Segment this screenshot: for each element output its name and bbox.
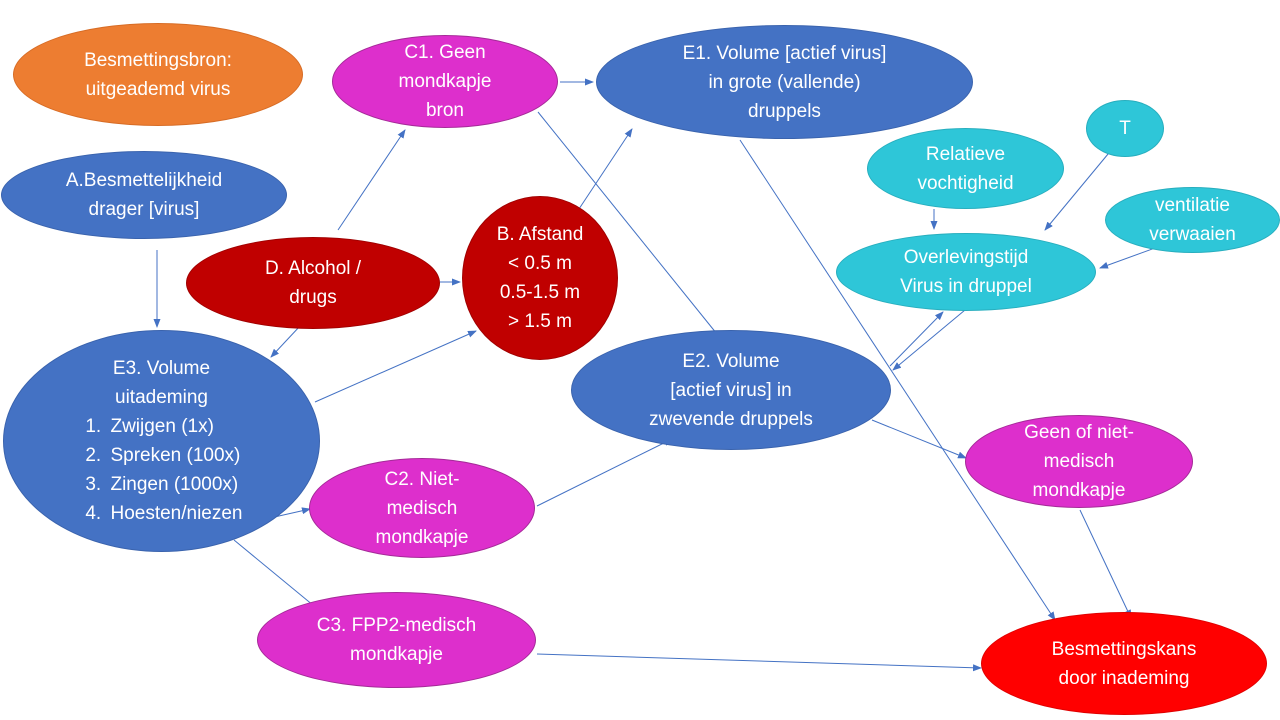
- node-c2-label: C2. Niet- medisch mondkapje: [375, 468, 469, 548]
- node-e2-label: E2. Volume [actief virus] in zwevende dr…: [649, 350, 813, 430]
- arrow-d-to-c1: [337, 129, 406, 231]
- node-c1-no-mask: C1. Geen mondkapje bron: [332, 35, 558, 128]
- node-e2-floating-droplets: E2. Volume [actief virus] in zwevende dr…: [571, 330, 891, 450]
- arrow-survival-to-e2: [892, 309, 966, 371]
- node-b-distance: B. Afstand < 0.5 m 0.5-1.5 m > 1.5 m: [462, 196, 618, 360]
- arrow-e2-to-survival: [889, 311, 944, 367]
- node-no-or-non-medical-mask-label: Geen of niet- medisch mondkapje: [1024, 422, 1134, 501]
- node-infection-chance: Besmettingskans door inademing: [981, 612, 1267, 715]
- list-item: Spreken (100x): [106, 441, 242, 470]
- node-c3-ffp2-mask: C3. FPP2-medisch mondkapje: [257, 592, 536, 688]
- node-survival-time-label: Overlevingstijd Virus in druppel: [900, 247, 1032, 297]
- node-c3-label: C3. FPP2-medisch mondkapje: [316, 615, 477, 665]
- node-no-or-non-medical-mask: Geen of niet- medisch mondkapje: [965, 415, 1193, 508]
- node-c2-non-medical-mask: C2. Niet- medisch mondkapje: [309, 458, 535, 558]
- node-e1-large-droplets: E1. Volume [actief virus] in grote (vall…: [596, 25, 973, 139]
- arrow-e2-to-geen: [871, 419, 967, 459]
- arrow-c3-to-kans: [536, 653, 982, 672]
- list-item: Zwijgen (1x): [106, 412, 242, 441]
- arrow-b-to-e1: [572, 128, 633, 219]
- node-infection-source: Besmettingsbron: uitgeademd virus: [13, 23, 303, 126]
- arrow-e3-to-b: [314, 330, 477, 403]
- node-e3-title: E3. Volume uitademing: [112, 358, 211, 408]
- node-b-label: B. Afstand < 0.5 m 0.5-1.5 m > 1.5 m: [496, 224, 584, 332]
- node-a-label: A.Besmettelijkheid drager [virus]: [65, 170, 223, 220]
- node-e3-exhalation: E3. Volume uitademing Zwijgen (1x) Sprek…: [3, 330, 320, 552]
- node-e3-list: Zwijgen (1x) Spreken (100x) Zingen (1000…: [80, 412, 242, 528]
- node-d-alcohol-drugs: D. Alcohol / drugs: [186, 237, 440, 329]
- arrow-c2-to-e2: [536, 438, 673, 507]
- arrow-geen-to-kans: [1079, 509, 1132, 619]
- node-d-label: D. Alcohol / drugs: [264, 258, 362, 308]
- node-ventilation: ventilatie verwaaien: [1105, 187, 1280, 253]
- node-ventilation-label: ventilatie verwaaien: [1149, 195, 1236, 245]
- node-e1-label: E1. Volume [actief virus] in grote (vall…: [682, 42, 887, 122]
- list-item: Zingen (1000x): [106, 470, 242, 499]
- node-temperature-label: T: [1119, 118, 1131, 139]
- node-infection-chance-label: Besmettingskans door inademing: [1051, 638, 1197, 689]
- node-relative-humidity: Relatieve vochtigheid: [867, 128, 1064, 209]
- node-e3-content: E3. Volume uitademing Zwijgen (1x) Sprek…: [80, 354, 242, 528]
- list-item: Hoesten/niezen: [106, 499, 242, 528]
- node-infection-source-label: Besmettingsbron: uitgeademd virus: [84, 49, 232, 100]
- node-a-infectiousness: A.Besmettelijkheid drager [virus]: [1, 151, 287, 239]
- node-temperature: T: [1086, 100, 1164, 157]
- node-survival-time: Overlevingstijd Virus in druppel: [836, 233, 1096, 311]
- node-c1-label: C1. Geen mondkapje bron: [398, 42, 492, 121]
- node-relative-humidity-label: Relatieve vochtigheid: [917, 143, 1014, 194]
